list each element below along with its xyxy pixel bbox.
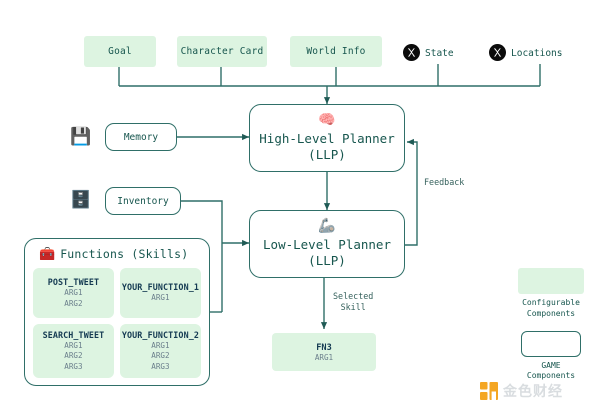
functions-skills-title: Functions (Skills) [60, 247, 189, 261]
x-badge-icon-state [403, 44, 420, 61]
high-level-planner[interactable]: 🧠 High-Level Planner (LLP) [249, 104, 405, 172]
input-goal[interactable]: Goal [84, 36, 156, 67]
function-card-your-function-1[interactable]: YOUR_FUNCTION_1 ARG1 [119, 268, 201, 318]
input-world-info[interactable]: World Info [290, 36, 382, 67]
input-character-card-label: Character Card [180, 46, 264, 57]
x-badge-icon-locations [489, 44, 506, 61]
legend-item-configurable: Configurable Components [515, 268, 587, 320]
legend-swatch-game [521, 330, 581, 357]
low-level-planner-title: Low-Level Planner (LLP) [263, 236, 391, 269]
jinse-logo-icon [480, 382, 498, 400]
wire-feedback [405, 138, 418, 246]
output-function-name: FN3 [316, 342, 332, 353]
legend-caption-game: GAME Components [526, 360, 576, 381]
function-card-post-tweet[interactable]: POST_TWEET ARG1 ARG2 [33, 268, 114, 318]
legend-caption-configurable: Configurable Components [522, 298, 580, 318]
function-name: SEARCH_TWEET [42, 330, 105, 341]
output-function-args: ARG1 [314, 352, 334, 362]
function-card-your-function-2[interactable]: YOUR_FUNCTION_2 ARG1 ARG2 ARG3 [119, 324, 201, 378]
function-args: ARG1 [151, 293, 170, 303]
edge-label-feedback: Feedback [424, 177, 465, 187]
input-locations-label: Locations [511, 48, 563, 59]
function-args: ARG1 ARG2 ARG3 [64, 341, 83, 371]
node-inventory-label: Inventory [117, 195, 169, 207]
function-card-search-tweet[interactable]: SEARCH_TWEET ARG1 ARG2 ARG3 [33, 324, 114, 378]
wire-inventory-to-bus [177, 200, 223, 243]
function-name: POST_TWEET [47, 277, 100, 288]
low-level-planner[interactable]: 🦾 Low-Level Planner (LLP) [249, 210, 405, 278]
function-args: ARG1 ARG2 [64, 288, 83, 308]
node-memory-label: Memory [123, 131, 159, 143]
floppy-disk-icon: 💾 [70, 126, 92, 147]
watermark-text: 金色财经 [503, 384, 563, 400]
input-world-info-label: World Info [306, 46, 366, 57]
toolbox-icon: 🧰 [39, 246, 56, 262]
node-inventory[interactable]: Inventory [105, 187, 181, 215]
legend: Configurable Components GAME Components [515, 268, 587, 382]
node-memory[interactable]: Memory [105, 123, 177, 151]
file-cabinet-icon: 🗄️ [70, 189, 92, 210]
function-name: YOUR_FUNCTION_1 [121, 282, 199, 293]
legend-swatch-configurable [518, 268, 584, 294]
function-name: YOUR_FUNCTION_2 [121, 330, 199, 341]
input-character-card[interactable]: Character Card [177, 36, 267, 67]
watermark: 金色财经 [480, 381, 563, 401]
function-args: ARG1 ARG2 ARG3 [151, 341, 170, 371]
edge-label-selected-skill: Selected Skill [333, 291, 374, 312]
functions-skills-panel[interactable]: 🧰 Functions (Skills) POST_TWEET ARG1 ARG… [24, 238, 210, 386]
functions-skills-header: 🧰 Functions (Skills) [39, 247, 201, 261]
high-level-planner-title: High-Level Planner (LLP) [259, 130, 395, 163]
output-function-box[interactable]: FN3 ARG1 [272, 333, 376, 371]
legend-item-game: GAME Components [515, 330, 587, 383]
input-state-label: State [425, 48, 454, 59]
functions-grid: POST_TWEET ARG1 ARG2 YOUR_FUNCTION_1 ARG… [33, 268, 201, 378]
brain-icon: 🧠 [318, 111, 336, 128]
mechanical-arm-icon: 🦾 [318, 217, 336, 234]
input-goal-label: Goal [108, 46, 132, 57]
